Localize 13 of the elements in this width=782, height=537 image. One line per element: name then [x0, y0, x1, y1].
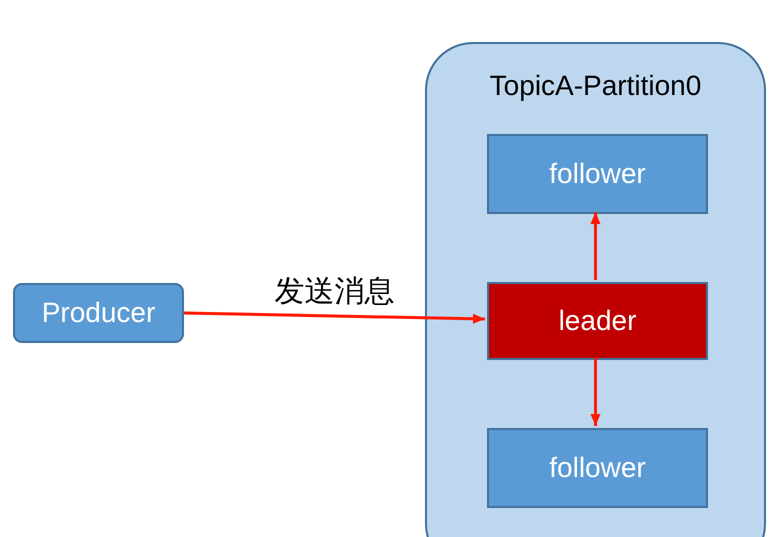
box-label: Producer [42, 297, 156, 329]
box-label: follower [549, 452, 646, 484]
replica-box [487, 134, 708, 214]
arrow [590, 358, 600, 426]
arrow [184, 312, 486, 324]
partition-container [425, 42, 766, 537]
box-label: follower [549, 158, 646, 190]
container-title: TopicA-Partition0 [488, 70, 702, 102]
process-box [13, 283, 184, 343]
replica-box [487, 428, 708, 508]
arrow [590, 212, 600, 280]
box-label: leader [558, 305, 636, 337]
leader-box [487, 282, 708, 360]
